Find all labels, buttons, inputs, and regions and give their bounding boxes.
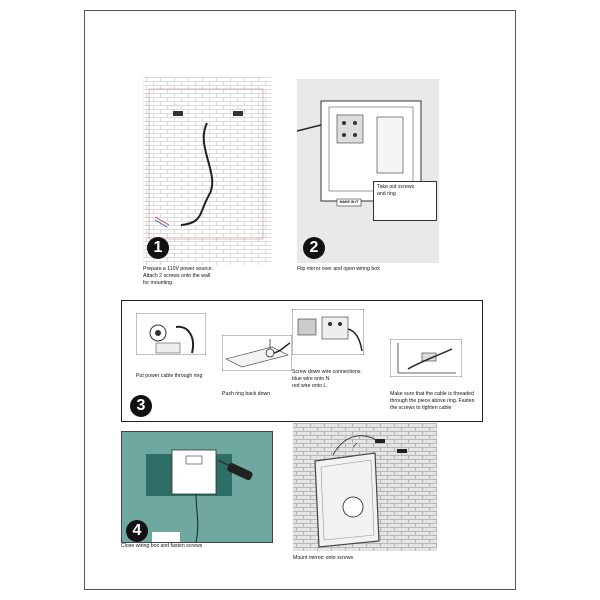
mirror-icon [314,452,380,548]
step1-figure: 1 [143,77,271,265]
step3-sub4-illustration [390,339,462,377]
step3-sub4-caption: Make sure that the cable is threaded thr… [390,391,475,411]
screwdriver-icon [217,459,253,481]
step4-figure: 4 [121,431,273,543]
wire-icon [180,122,214,226]
step3-sub2-illustration [222,335,292,371]
step3-number: 3 [130,395,152,417]
step3-sub1-illustration [136,313,206,355]
step5-caption: Mount mirrorr onto screws [293,555,354,561]
screw-icon [173,111,243,116]
step3-sub3-caption: Screw down wire connections: blue wire o… [292,369,362,389]
step4-number: 4 [126,520,148,542]
step5-illustration [293,423,437,551]
instruction-sheet: 1 Prepare a 110V power source. Attach 2 … [84,10,516,590]
step3-sub2-caption: Push ring back down [222,391,271,397]
step1-illustration [143,77,271,265]
step4-caption: Close wiring box and fasten screws [121,543,203,549]
step1-number: 1 [147,237,169,259]
step1-caption: Prepare a 110V power source. Attach 2 sc… [143,266,213,286]
step2-figure: 2 MAKE IN IT [297,79,439,263]
step2-number: 2 [303,237,325,259]
step2-callout: Take out screws and ring [373,181,437,221]
step3-sub3-illustration [292,309,364,355]
step2-caption: Flip mirror over and open wiring box [297,266,380,272]
step3-sub1-caption: Put power cable through ring [136,373,203,379]
step2-illustration [297,79,439,263]
step5-figure [293,423,437,551]
step2-box-tag: MAKE IN IT [339,200,359,204]
step3-box: Put power cable through ring Push ring b… [121,300,483,422]
step4-illustration [122,432,272,542]
